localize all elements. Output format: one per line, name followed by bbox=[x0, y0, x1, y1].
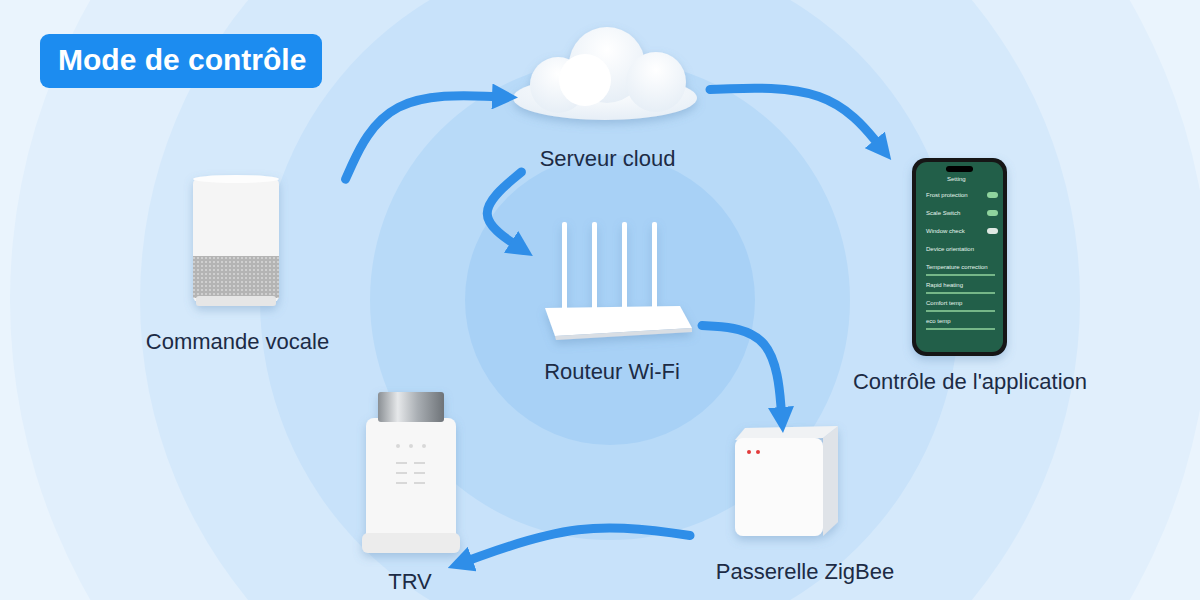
trv-body bbox=[366, 418, 456, 550]
screen-label: Scale Switch bbox=[926, 210, 960, 217]
speaker-icon bbox=[193, 175, 279, 306]
segment bbox=[414, 482, 425, 484]
router-antenna bbox=[652, 222, 657, 310]
flow-arrow bbox=[460, 528, 690, 564]
slider bbox=[926, 328, 995, 330]
speaker-body bbox=[193, 178, 279, 302]
segment bbox=[396, 462, 407, 464]
gateway-led bbox=[747, 450, 751, 454]
router-antenna bbox=[592, 222, 597, 310]
screen-label: eco temp bbox=[926, 318, 951, 325]
device-node: TRV bbox=[360, 385, 460, 595]
device-node: Passerelle ZigBee bbox=[690, 420, 920, 585]
phone-notch bbox=[946, 166, 973, 172]
cloud-part bbox=[559, 54, 611, 106]
device-label: Passerelle ZigBee bbox=[716, 559, 895, 585]
flow-arrow bbox=[702, 326, 782, 421]
cloud-part bbox=[626, 52, 686, 112]
segment bbox=[396, 472, 407, 474]
ring bbox=[140, 0, 1080, 600]
cloud-icon bbox=[513, 27, 697, 120]
trv-knob bbox=[378, 392, 444, 422]
router-edge bbox=[555, 328, 692, 340]
flow-arrow bbox=[487, 172, 522, 249]
device-label: Serveur cloud bbox=[540, 146, 676, 172]
slider bbox=[926, 274, 995, 276]
device-label: TRV bbox=[388, 569, 432, 595]
ring bbox=[260, 0, 960, 600]
phone-frame bbox=[912, 158, 1007, 356]
device-label: Commande vocale bbox=[146, 329, 329, 355]
router-antenna bbox=[622, 222, 627, 310]
segment bbox=[414, 462, 425, 464]
device-node: Routeur Wi-Fi bbox=[522, 215, 702, 385]
slider bbox=[926, 310, 995, 312]
device-label: Routeur Wi-Fi bbox=[544, 359, 680, 385]
flow-arrow bbox=[710, 88, 883, 150]
screen-label: Device orientation bbox=[926, 246, 974, 253]
trv-ring bbox=[362, 533, 460, 553]
trv-icon bbox=[362, 392, 460, 553]
gateway-led bbox=[756, 450, 760, 454]
screen-label: Comfort temp bbox=[926, 300, 962, 307]
toggle bbox=[987, 228, 998, 234]
gateway-icon bbox=[735, 426, 838, 536]
gateway-top bbox=[735, 426, 838, 440]
screen-label: Window check bbox=[926, 228, 965, 235]
gateway-side bbox=[823, 426, 838, 536]
icon-dot bbox=[422, 444, 426, 448]
phone-screen bbox=[916, 162, 1003, 352]
toggle bbox=[987, 192, 998, 198]
icon-dot bbox=[396, 444, 400, 448]
device-node: Commande vocale bbox=[125, 170, 350, 355]
screen-label: Frost protection bbox=[926, 192, 968, 199]
speaker-mesh bbox=[193, 256, 279, 298]
slider bbox=[926, 292, 995, 294]
screen-label: Temperature correction bbox=[926, 264, 988, 271]
toggle bbox=[987, 210, 998, 216]
flow-arrow bbox=[346, 96, 506, 180]
phone-toggles bbox=[987, 192, 998, 234]
speaker-base bbox=[196, 296, 276, 306]
segment bbox=[414, 472, 425, 474]
ring bbox=[10, 0, 1200, 600]
router-icon bbox=[545, 222, 692, 340]
speaker-top bbox=[193, 175, 279, 183]
screen-label: Rapid heating bbox=[926, 282, 963, 289]
trv-display bbox=[396, 444, 426, 484]
router-antenna bbox=[562, 222, 567, 310]
phone-icon bbox=[912, 158, 1007, 356]
screen-label: Setting bbox=[947, 176, 966, 183]
icon-dot bbox=[409, 444, 413, 448]
device-node: Serveur cloud bbox=[505, 22, 710, 172]
gateway-front bbox=[735, 438, 823, 536]
device-node: Contrôle de l'application bbox=[825, 150, 1115, 395]
ring bbox=[465, 155, 755, 445]
phone-sliders bbox=[926, 275, 995, 329]
title-badge: Mode de contrôle bbox=[40, 34, 322, 88]
device-label: Contrôle de l'application bbox=[853, 369, 1087, 395]
segment bbox=[396, 482, 407, 484]
